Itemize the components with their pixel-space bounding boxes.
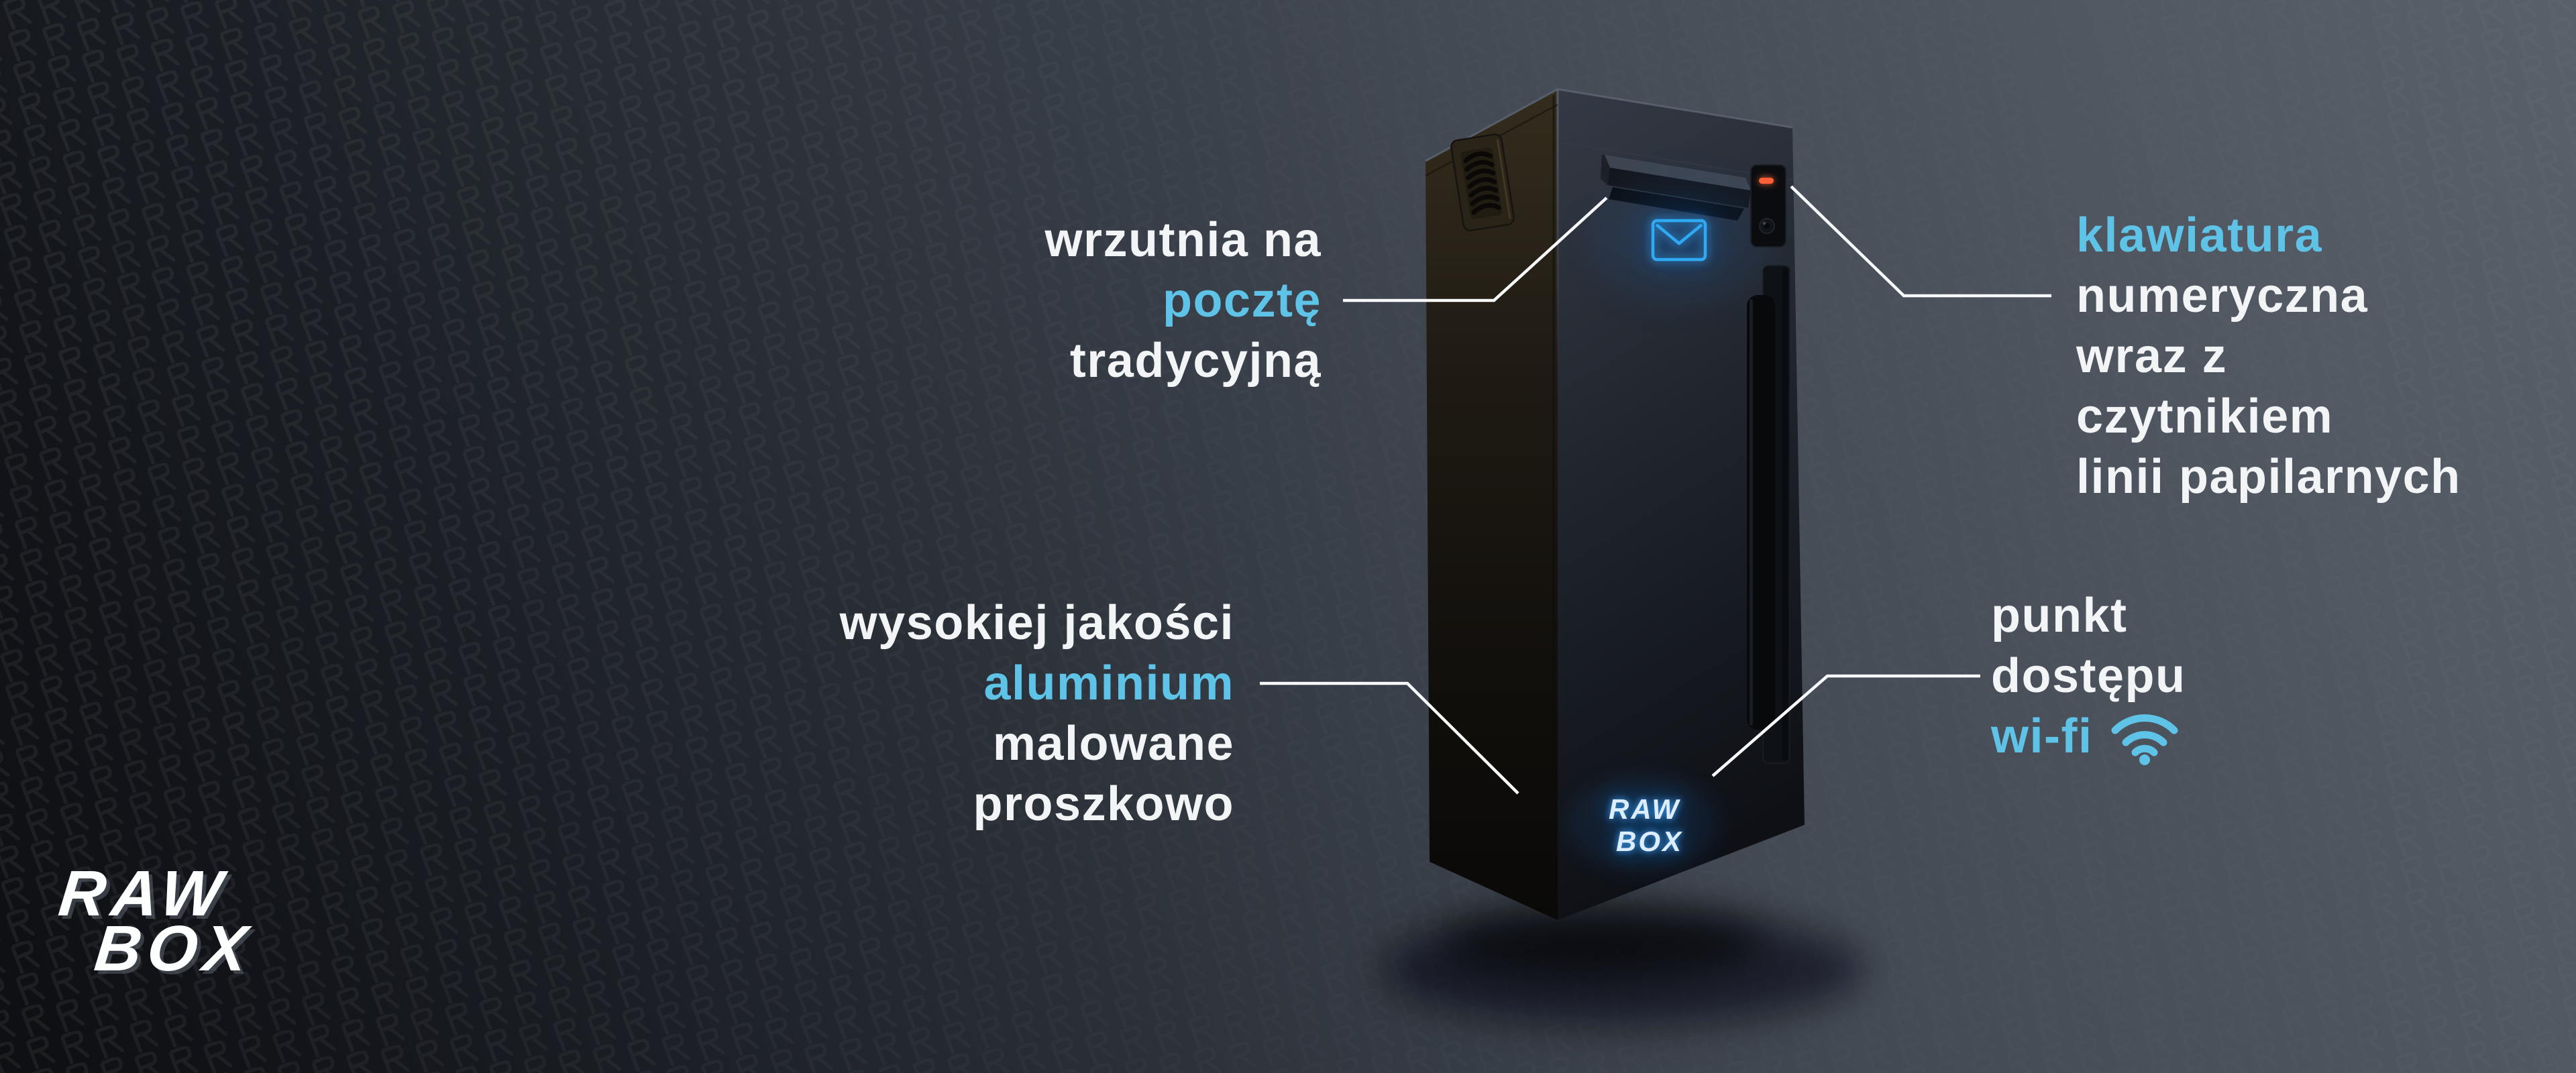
leader-line-aluminium xyxy=(1260,681,1519,795)
callout-wifi-line: dostępu xyxy=(1991,649,2186,703)
callout-wifi-line: punkt xyxy=(1991,589,2128,642)
box-neon-logo-line2: BOX xyxy=(1616,826,1683,857)
callout-keypad-line: wraz z xyxy=(2076,329,2228,383)
callout-aluminium-line: wysokiej jakości xyxy=(839,596,1234,650)
brand-logo: RAW BOX xyxy=(50,858,261,984)
keypad-led xyxy=(1759,178,1774,184)
box-neon-logo: RAW BOX xyxy=(1566,773,1721,874)
vent-grille xyxy=(1450,133,1515,231)
box-front-face xyxy=(1558,89,1805,920)
callout-aluminium-line-accent: aluminium xyxy=(983,657,1234,710)
callout-wifi: punkt dostępu wi-fi xyxy=(1991,585,2186,767)
envelope-icon xyxy=(1591,178,1766,302)
callout-aluminium-line: proszkowo xyxy=(973,777,1234,831)
keypad-panel xyxy=(1750,164,1786,247)
box-shadow xyxy=(1382,907,1865,1027)
callout-keypad-line: linii papilarnych xyxy=(2076,450,2461,504)
door-handle xyxy=(1747,265,1790,764)
brand-logo-line2: BOX xyxy=(91,913,257,984)
wifi-icon xyxy=(2111,714,2178,765)
leader-line-wifi xyxy=(1711,674,1980,777)
box-left-face xyxy=(1426,89,1558,920)
callout-keypad: klawiatura numeryczna wraz z czytnikiem … xyxy=(2076,205,2461,507)
callout-mail-slot-line: tradycyjną xyxy=(1069,334,1322,388)
callout-aluminium: wysokiej jakości aluminium malowane pros… xyxy=(840,593,1234,834)
leader-line-mail-slot xyxy=(1343,196,1608,302)
callout-mail-slot: wrzutnia na pocztę tradycyjną xyxy=(1044,210,1322,391)
callout-keypad-line: numeryczna xyxy=(2076,269,2369,323)
callout-aluminium-line: malowane xyxy=(992,717,1234,771)
locker-box: RAW BOX xyxy=(1425,88,1805,920)
callout-keypad-line-accent: klawiatura xyxy=(2076,209,2323,262)
callout-mail-slot-line: wrzutnia na xyxy=(1044,213,1322,267)
callout-keypad-line: czytnikiem xyxy=(2076,390,2334,443)
box-neon-logo-line1: RAW xyxy=(1609,793,1680,825)
callout-wifi-line-accent: wi-fi xyxy=(1991,710,2093,763)
leader-line-keypad xyxy=(1790,185,2051,298)
callout-mail-slot-line-accent: pocztę xyxy=(1162,274,1322,327)
